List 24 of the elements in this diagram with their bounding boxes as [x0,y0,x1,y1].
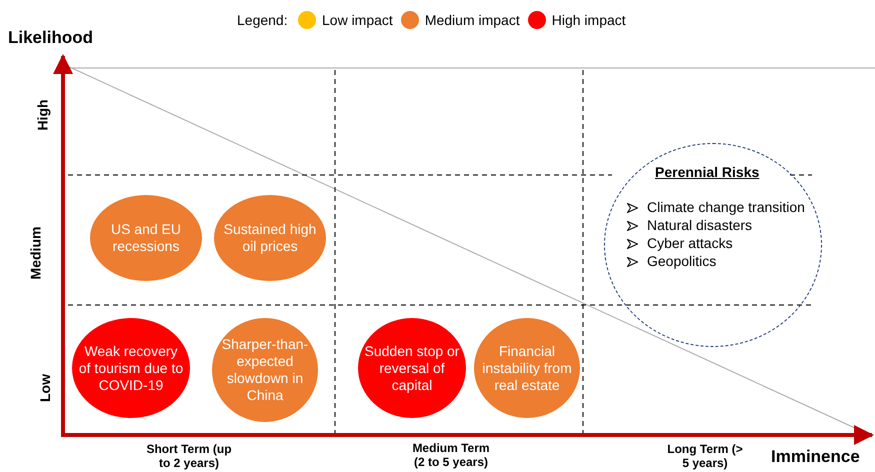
risk-circle: Sustained high oil prices [214,195,326,281]
risk-circle: Weak recovery of tourism due to COVID-19 [72,318,190,418]
axis-tick-label: Medium [27,226,44,280]
axis-tick-label: Medium Term (2 to 5 years) [411,441,491,469]
axis-tick-label: Long Term (> 5 years) [667,442,743,470]
list-item: Climate change transition [627,199,805,215]
risk-circle: Financial instability from real estate [474,318,580,418]
list-item: Natural disasters [627,217,752,233]
axis-tick-label: Short Term (up to 2 years) [145,442,233,470]
heading: Perennial Risks [655,164,760,180]
risk-circle: Sudden stop or reversal of capital [358,318,466,418]
legend-label: High impact [552,12,626,28]
list-item: Cyber attacks [627,235,733,251]
axis-title: Imminence [771,447,860,467]
legend-title: Legend: [237,12,288,28]
axis-title: Likelihood [8,28,93,48]
legend-label: Medium impact [424,12,520,28]
list-item: Geopolitics [627,253,716,269]
axis-tick-label: High [34,99,51,131]
dashed-circle [604,143,822,347]
risk-circle: Sharper-than-expected slowdown in China [212,318,318,422]
legend-label: Low impact [322,12,393,28]
risk-circle: US and EU recessions [90,195,202,281]
axis-tick-label: Low [37,374,53,402]
